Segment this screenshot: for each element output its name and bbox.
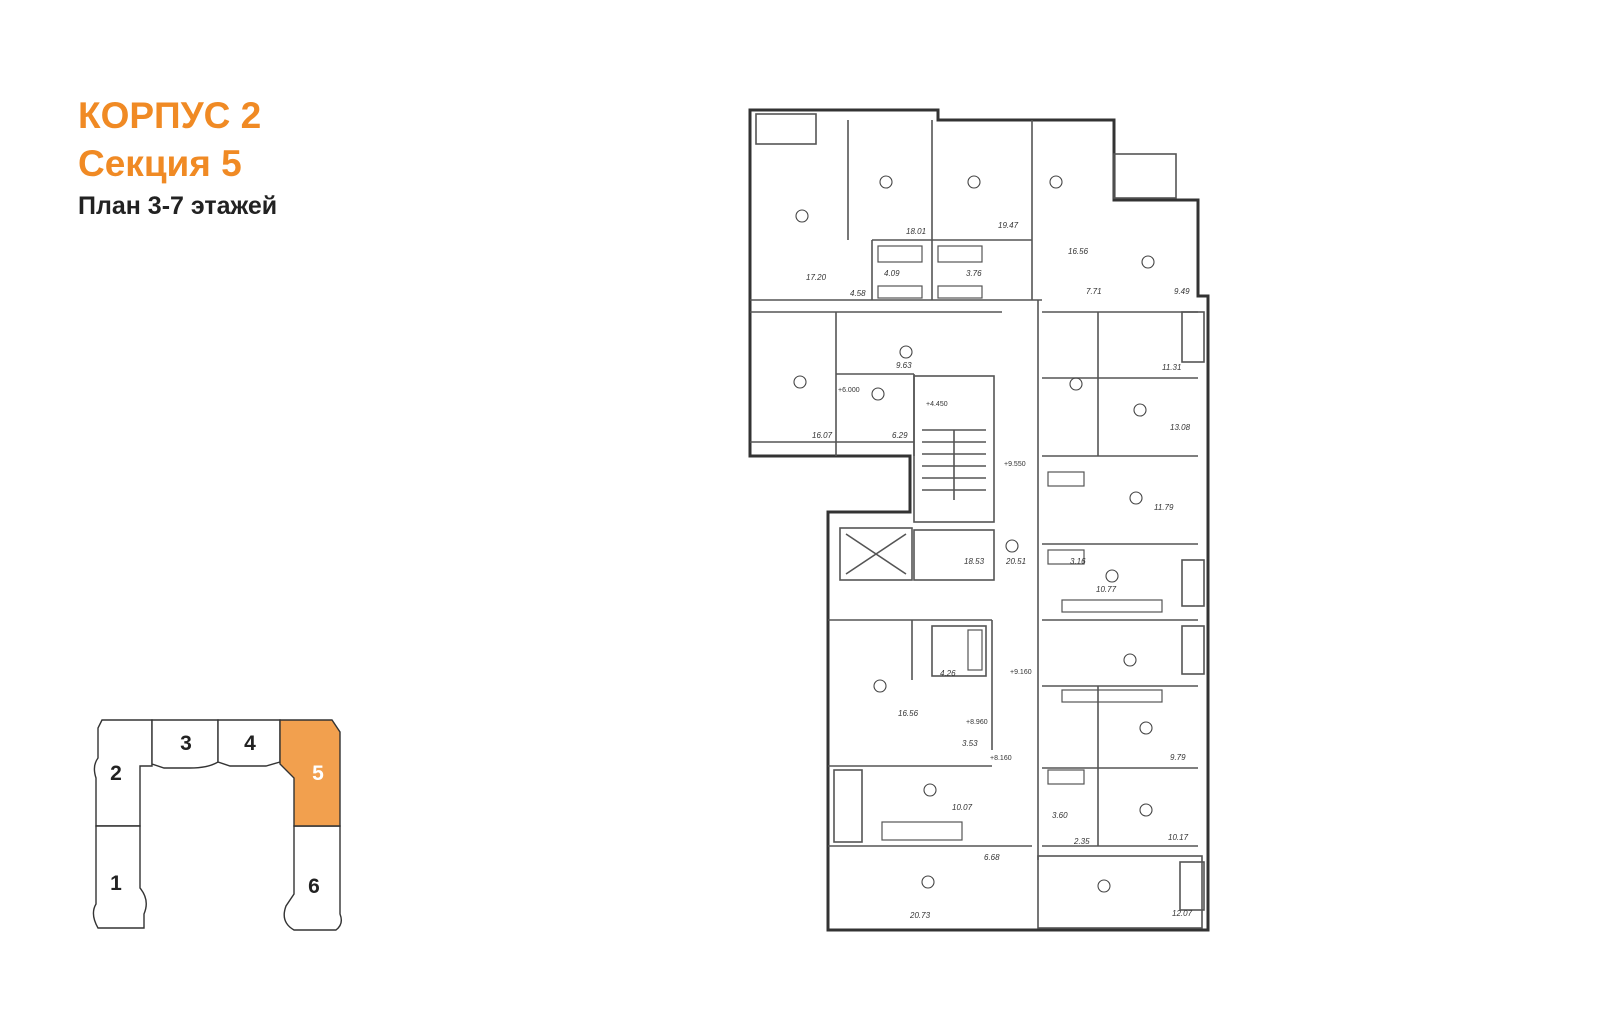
key-section-2[interactable] [93,719,153,827]
level-mark: +9.160 [1010,669,1032,676]
area-label: 10.77 [1096,585,1117,594]
area-label: 16.56 [898,709,919,718]
area-label: 16.56 [1068,247,1089,256]
key-section-5[interactable] [279,719,341,827]
level-mark: +4.450 [926,401,948,408]
level-mark: +8.960 [966,719,988,726]
area-label: 9.49 [1174,287,1190,296]
area-label: 4.09 [884,269,900,278]
area-label: 13.08 [1170,423,1191,432]
section-key-plan: 1 2 3 4 5 6 [92,719,343,931]
area-label: 3.53 [962,739,978,748]
level-mark: +9.550 [1004,461,1026,468]
area-label: 3.60 [1052,811,1068,820]
key-section-label: 2 [110,762,122,785]
room-markers [793,175,1155,893]
area-label: 17.20 [806,273,827,282]
area-label: 3.76 [966,269,982,278]
area-label: 18.53 [964,557,985,566]
floor-plan-drawing: 18.01 19.47 16.56 7.71 9.49 17.20 4.58 4… [748,108,1210,932]
bathroom-fixtures [877,245,1163,841]
plan-subtitle: План 3-7 этажей [78,192,278,220]
building-title: КОРПУС 2 [78,95,262,136]
level-mark: +8.160 [990,755,1012,762]
exterior-walls [748,108,1210,932]
area-label: 16.07 [812,431,833,440]
title-block: КОРПУС 2 Секция 5 План 3-7 этажей [78,92,277,221]
key-section-label: 4 [244,732,256,755]
interior-walls [750,113,1205,929]
area-label: 3.16 [1070,557,1086,566]
area-label: 4.26 [940,669,956,678]
area-label: 12.07 [1172,909,1193,918]
key-section-label: 6 [308,875,320,898]
area-label: 2.35 [1073,837,1090,846]
area-label: 6.29 [892,431,908,440]
area-label: 19.47 [998,221,1019,230]
area-label: 10.17 [1168,833,1189,842]
area-label: 4.58 [850,289,866,298]
area-label: 11.79 [1154,503,1174,512]
key-section-label: 5 [312,762,324,785]
area-label: 18.01 [906,227,926,236]
level-mark: +6.000 [838,387,860,394]
key-section-label: 3 [180,732,192,755]
area-label: 9.63 [896,361,912,370]
key-section-label: 1 [110,872,122,895]
key-section-6[interactable] [283,825,343,931]
area-label: 6.68 [984,853,1000,862]
area-label: 10.07 [952,803,973,812]
section-title: Секция 5 [78,143,242,184]
area-label: 11.31 [1162,363,1181,372]
area-label: 20.51 [1005,557,1026,566]
area-label: 7.71 [1086,287,1102,296]
area-label: 9.79 [1170,753,1186,762]
key-section-1[interactable] [92,825,147,929]
area-label: 20.73 [909,911,931,920]
